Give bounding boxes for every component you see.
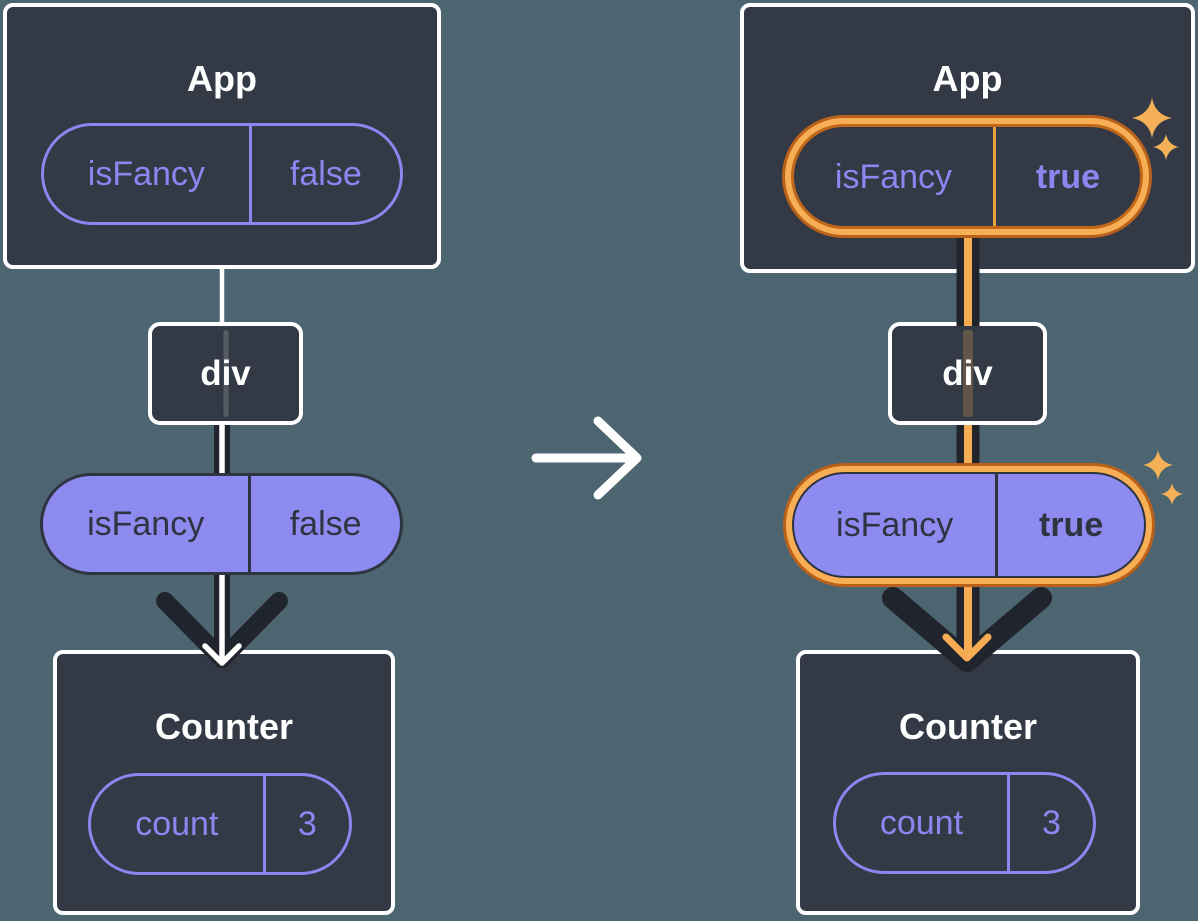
state-name-label: isFancy xyxy=(834,157,953,196)
pill-divider xyxy=(995,474,999,576)
prop-value-label: false xyxy=(289,505,362,543)
div-node-right: div xyxy=(888,322,1047,425)
prop-name-label: isFancy xyxy=(87,505,205,543)
pill-divider xyxy=(1006,775,1010,871)
app-title: App xyxy=(932,58,1003,99)
state-name-label: count xyxy=(135,805,219,843)
arrow-ghost-line xyxy=(223,330,228,417)
state-name-label: count xyxy=(879,804,964,842)
prop-name-label: isFancy xyxy=(836,506,954,544)
prop-value-label: true xyxy=(1039,506,1104,544)
counter-state-pill-right: count 3 xyxy=(833,772,1096,874)
state-name-label: isFancy xyxy=(87,155,205,193)
passed-prop-pill-right-highlighted: isFancy true xyxy=(783,463,1155,587)
state-value-label: false xyxy=(289,155,362,193)
div-node-label: div xyxy=(942,353,993,393)
div-node-left: div xyxy=(148,322,303,425)
counter-title: Counter xyxy=(155,706,293,747)
sparkle-icon xyxy=(1161,483,1183,505)
pill-divider xyxy=(262,776,266,872)
state-value-label: 3 xyxy=(297,805,317,843)
arrow-right-icon xyxy=(531,416,642,500)
div-node-label: div xyxy=(200,353,251,393)
pill-divider xyxy=(992,127,996,226)
app-state-pill-left: isFancy false xyxy=(41,123,403,225)
arrow-ghost-line xyxy=(962,330,973,417)
app-state-pill-right-highlighted: isFancy true xyxy=(782,115,1152,238)
sparkle-icon xyxy=(1143,450,1173,480)
state-value-label: true xyxy=(1035,157,1101,196)
counter-state-pill-left: count 3 xyxy=(88,773,352,875)
state-value-label: 3 xyxy=(1041,804,1061,842)
passed-prop-pill-left: isFancy false xyxy=(40,473,403,575)
counter-title: Counter xyxy=(899,706,1037,747)
pill-divider xyxy=(248,476,252,572)
app-title: App xyxy=(187,58,257,99)
pill-divider xyxy=(248,126,252,222)
